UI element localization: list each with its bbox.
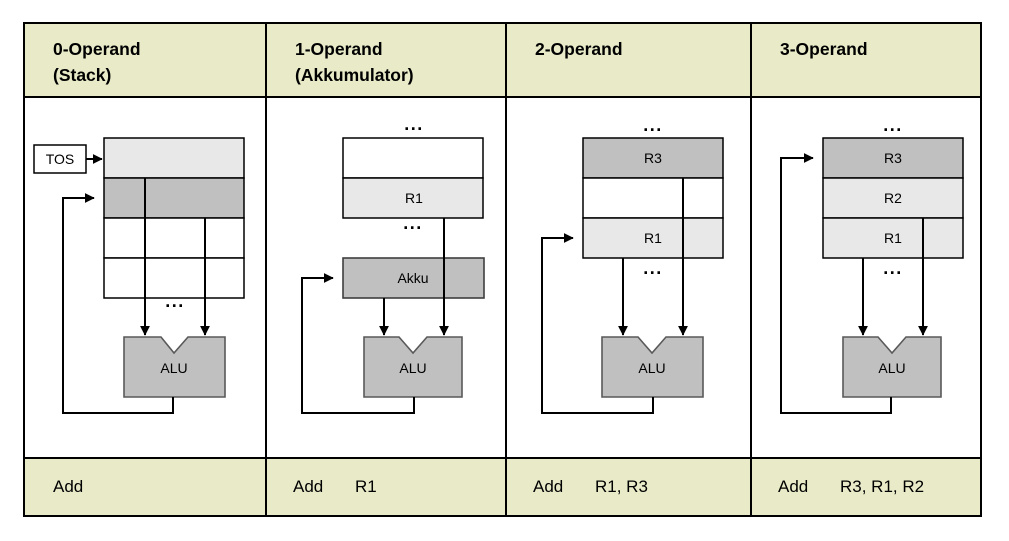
ellipsis-bottom: ... — [643, 258, 663, 278]
register-cell-r1 — [582, 217, 724, 259]
header-cell-0-operand: 0-Operand (Stack) — [53, 36, 258, 88]
instruction-operands: R3, R1, R2 — [840, 477, 925, 496]
column-divider-3 — [750, 22, 752, 517]
header-divider-line — [23, 96, 982, 98]
alu-label: ALU — [160, 360, 187, 376]
stack-cell — [103, 217, 245, 259]
akku-label: Akku — [397, 270, 428, 286]
alu-label: ALU — [399, 360, 426, 376]
diagram-0-operand-stack: TOS ... ALU — [33, 137, 245, 414]
register-label-r1: R1 — [644, 230, 662, 246]
instruction-operands: R1, R3 — [595, 477, 648, 496]
ellipsis-top: ... — [883, 115, 903, 135]
column-divider-1 — [265, 22, 267, 517]
ellipsis-top: ... — [404, 114, 424, 134]
instruction-cell-1-operand: Add R1 — [293, 457, 377, 517]
alu-label: ALU — [878, 360, 905, 376]
diagram-2-operand: ... R3 R1 ... ALU — [541, 115, 724, 414]
register-cell — [582, 177, 724, 219]
ellipsis-bottom: ... — [883, 258, 903, 278]
header-line2: (Akkumulator) — [295, 65, 414, 85]
tos-label: TOS — [46, 151, 75, 167]
ellipsis-middle: ... — [403, 213, 423, 233]
register-cell-r3 — [822, 137, 964, 179]
ellipsis-top: ... — [643, 115, 663, 135]
footer-divider-line — [23, 457, 982, 459]
header-cell-3-operand: 3-Operand — [780, 36, 985, 62]
footer-band — [23, 457, 982, 517]
instruction-operands: R1 — [355, 477, 377, 496]
instruction-cell-3-operand: Add R3, R1, R2 — [778, 457, 924, 517]
register-cell-r3 — [582, 137, 724, 179]
register-label-r1: R1 — [884, 230, 902, 246]
register-cell — [342, 137, 484, 179]
register-cell-r1 — [822, 217, 964, 259]
stack-cell-top — [103, 137, 245, 179]
alu-unit — [123, 336, 226, 398]
stack-cell-second — [103, 177, 245, 219]
alu-unit — [842, 336, 942, 398]
register-label-r3: R3 — [884, 150, 902, 166]
diagram-3-operand: ... R3 R2 R1 ... ALU — [780, 115, 964, 414]
header-line2: (Stack) — [53, 65, 112, 85]
result-feedback-arrow — [780, 153, 892, 414]
alu-unit — [363, 336, 463, 398]
header-line1: 1-Operand — [295, 39, 383, 59]
instruction-cell-0-operand: Add — [53, 457, 115, 517]
header-line1: 3-Operand — [780, 39, 868, 59]
stack-cell — [103, 257, 245, 299]
result-feedback-arrow — [301, 273, 415, 414]
register-label-r3: R3 — [644, 150, 662, 166]
result-feedback-arrow — [541, 233, 654, 414]
alu-label: ALU — [638, 360, 665, 376]
header-cell-1-operand: 1-Operand (Akkumulator) — [295, 36, 500, 88]
register-cell-r2 — [822, 177, 964, 219]
diagram-1-operand-accumulator: ... R1 ... Akku ALU — [301, 114, 485, 414]
instruction-mnemonic: Add — [53, 477, 84, 496]
akku-box — [342, 257, 485, 299]
register-label-r1: R1 — [405, 190, 423, 206]
header-band — [23, 22, 982, 96]
header-cell-2-operand: 2-Operand — [535, 36, 740, 62]
header-line1: 0-Operand — [53, 39, 141, 59]
register-cell-r1 — [342, 177, 484, 219]
instruction-mnemonic: Add — [293, 477, 324, 496]
ellipsis-bottom: ... — [165, 291, 185, 311]
result-feedback-arrow — [62, 193, 174, 414]
register-label-r2: R2 — [884, 190, 902, 206]
column-divider-2 — [505, 22, 507, 517]
instruction-cell-2-operand: Add R1, R3 — [533, 457, 648, 517]
header-line1: 2-Operand — [535, 39, 623, 59]
alu-unit — [601, 336, 704, 398]
instruction-mnemonic: Add — [533, 477, 564, 496]
instruction-mnemonic: Add — [778, 477, 809, 496]
